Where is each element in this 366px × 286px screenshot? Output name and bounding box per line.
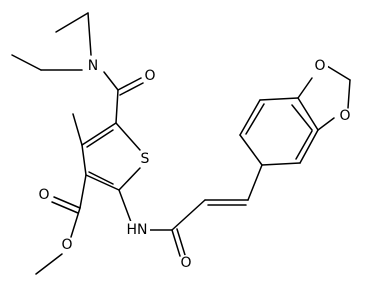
bond: [11, 54, 42, 71]
bond-layer: [11, 12, 351, 275]
bond: [118, 167, 141, 191]
bond: [261, 162, 301, 166]
bond: [171, 229, 181, 257]
bond: [117, 77, 142, 91]
atom-o-ester-ether: O: [59, 237, 75, 253]
bond: [118, 189, 132, 223]
bond: [171, 199, 206, 231]
atom-s-thiophene: S: [137, 151, 153, 167]
bond: [55, 12, 89, 33]
bond: [35, 253, 63, 275]
atom-n-amide: N: [85, 58, 101, 74]
bond: [259, 97, 299, 101]
atom-label: O: [314, 58, 325, 74]
bond: [81, 122, 117, 146]
atom-label: O: [61, 237, 72, 253]
bond: [119, 82, 144, 96]
atom-o-ester-carbonyl: O: [36, 187, 52, 203]
bond: [87, 12, 92, 56]
atom-label: N: [88, 58, 98, 74]
bond: [326, 65, 351, 81]
atom-o-acryl-carbonyl: O: [178, 255, 194, 271]
atom-label-layer: N O S O O HN O: [36, 58, 353, 271]
bond: [247, 164, 263, 201]
atom-label: HN: [127, 222, 148, 238]
bond: [239, 99, 261, 136]
bond: [85, 174, 120, 191]
bond: [115, 122, 141, 151]
bond: [86, 129, 114, 148]
bond: [239, 134, 263, 166]
atom-o-dioxole-top: O: [312, 58, 328, 74]
atom-label: O: [38, 187, 49, 203]
bond: [53, 196, 81, 209]
bond: [88, 171, 114, 185]
atom-label: S: [141, 151, 150, 167]
bond: [51, 201, 79, 214]
bond: [245, 103, 265, 135]
atom-label: O: [144, 68, 155, 84]
bond: [70, 207, 81, 238]
bond: [317, 117, 335, 131]
bond: [297, 97, 319, 131]
atom-o-amide-carbonyl: O: [142, 68, 158, 84]
atom-o-dioxole-bottom: O: [337, 108, 353, 124]
bond: [176, 228, 186, 256]
bond: [347, 79, 351, 109]
atom-label: O: [339, 108, 350, 124]
bond: [295, 130, 313, 160]
bond: [79, 174, 87, 209]
bond: [115, 89, 119, 124]
atom-label: O: [180, 255, 191, 271]
bond: [299, 129, 319, 164]
bond: [72, 113, 83, 146]
bond: [103, 71, 119, 91]
atom-nh-linker: HN: [124, 221, 150, 239]
bond: [291, 104, 313, 131]
bond: [81, 144, 87, 176]
bond: [297, 77, 313, 99]
